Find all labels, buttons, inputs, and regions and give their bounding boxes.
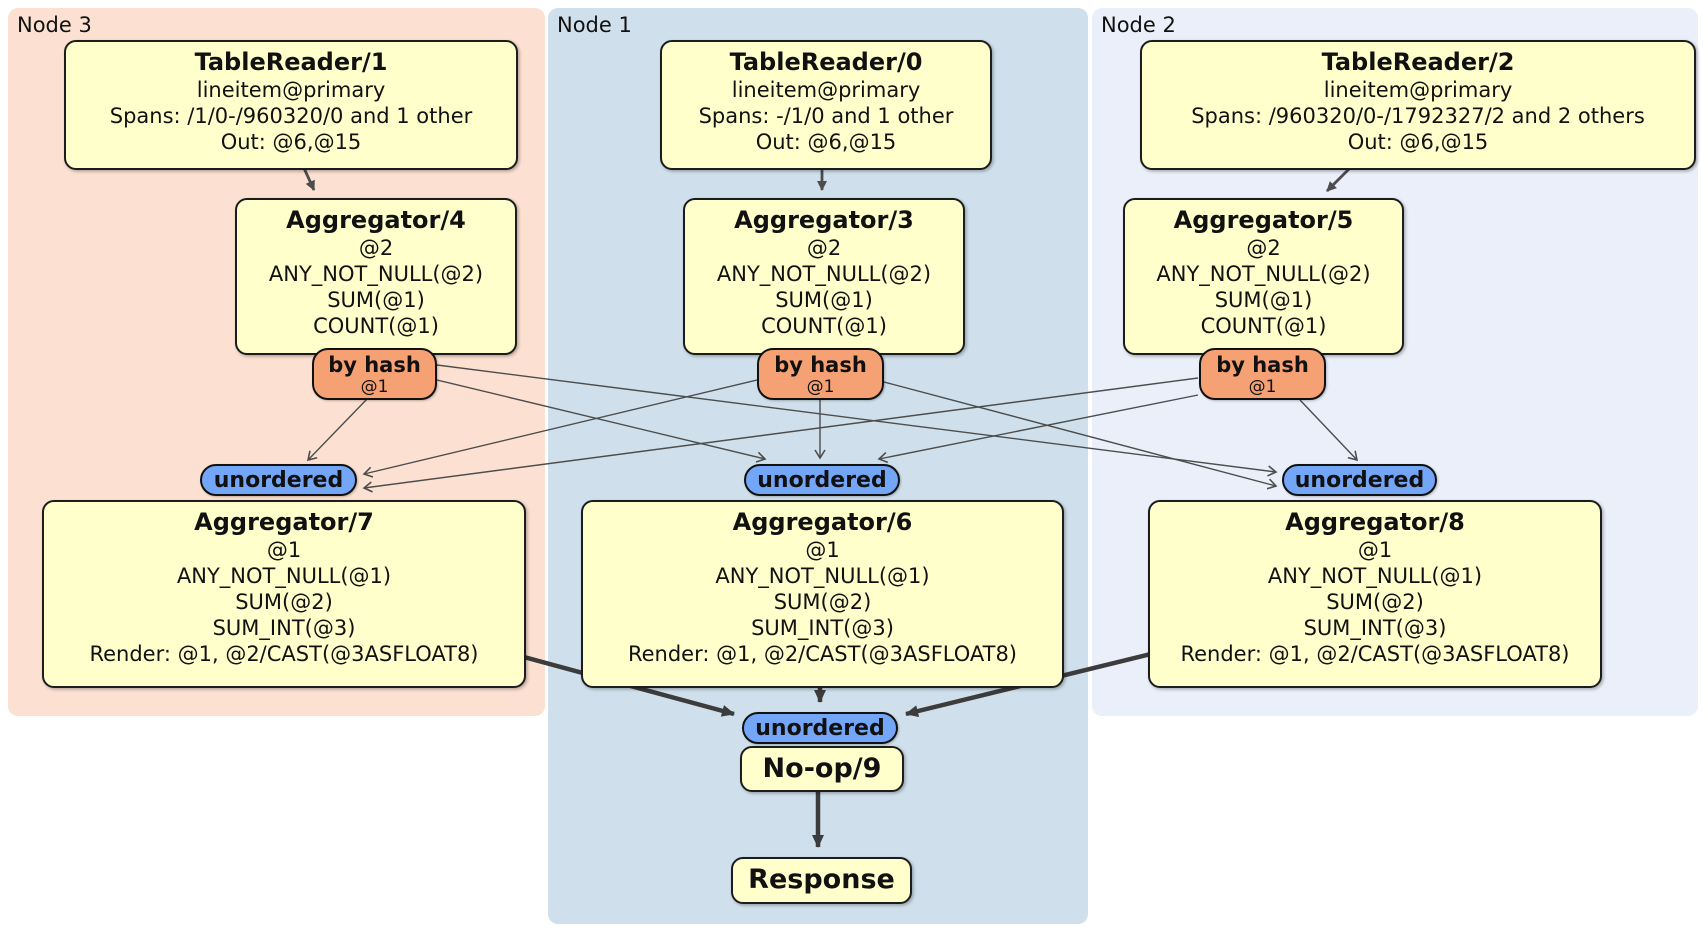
router-label: by hash: [328, 353, 421, 377]
processor-detail: SUM_INT(@3): [1303, 616, 1447, 640]
processor-detail: COUNT(@1): [761, 314, 887, 338]
edge-router3-sync3: [306, 397, 369, 462]
processor-detail: Render: @1, @2/CAST(@3ASFLOAT8): [627, 642, 1018, 666]
processor-detail: Out: @6,@15: [220, 130, 362, 154]
sync-label: unordered: [213, 467, 344, 493]
processor-detail: @1: [1357, 538, 1393, 562]
processor-detail: COUNT(@1): [313, 314, 439, 338]
processor-title: Aggregator/7: [194, 508, 374, 536]
router-by-hash-node2: by hash @1: [1199, 348, 1326, 400]
processor-tablereader-1: TableReader/1 lineitem@primary Spans: /1…: [64, 40, 518, 170]
region-node1-label: Node 1: [557, 13, 632, 37]
processor-detail: ANY_NOT_NULL(@2): [268, 262, 484, 286]
processor-detail: ANY_NOT_NULL(@2): [716, 262, 932, 286]
edge-router2-sync1: [877, 394, 1199, 464]
processor-detail: lineitem@primary: [731, 78, 921, 102]
processor-detail: SUM_INT(@3): [751, 616, 894, 640]
processor-detail: Render: @1, @2/CAST(@3ASFLOAT8): [89, 642, 479, 666]
processor-detail: ANY_NOT_NULL(@1): [176, 564, 392, 588]
sync-label: unordered: [757, 467, 887, 493]
processor-aggregator-8: Aggregator/8 @1 ANY_NOT_NULL(@1) SUM(@2)…: [1148, 500, 1602, 688]
processor-title: Aggregator/8: [1285, 508, 1465, 536]
processor-noop-9: No-op/9: [740, 746, 904, 792]
sync-unordered-final: unordered: [742, 712, 898, 744]
processor-detail: Render: @1, @2/CAST(@3ASFLOAT8): [1180, 642, 1570, 666]
processor-title: Aggregator/5: [1173, 206, 1354, 234]
processor-title: TableReader/1: [194, 48, 388, 76]
processor-title: Aggregator/4: [286, 206, 466, 234]
edge-tr2-agg5: [1326, 165, 1353, 192]
processor-detail: @1: [266, 538, 302, 562]
processor-detail: @2: [358, 236, 394, 260]
edge-router1-sync3: [362, 379, 758, 478]
processor-detail: Spans: -/1/0 and 1 other: [698, 104, 954, 128]
processor-detail: Spans: /1/0-/960320/0 and 1 other: [109, 104, 473, 128]
processor-aggregator-7: Aggregator/7 @1 ANY_NOT_NULL(@1) SUM(@2)…: [42, 500, 526, 688]
processor-detail: @2: [806, 236, 842, 260]
router-detail: @1: [1248, 377, 1277, 397]
region-node2-label: Node 2: [1101, 13, 1176, 37]
edge-router3-sync1: [436, 379, 767, 463]
processor-detail: SUM(@2): [1326, 590, 1424, 614]
processor-detail: SUM_INT(@3): [212, 616, 356, 640]
sync-unordered-node2: unordered: [1282, 464, 1437, 496]
processor-detail: SUM(@1): [775, 288, 873, 312]
processor-detail: SUM(@2): [235, 590, 333, 614]
processor-detail: ANY_NOT_NULL(@1): [715, 564, 930, 588]
edge-tr1-agg4: [301, 165, 316, 191]
processor-aggregator-6: Aggregator/6 @1 ANY_NOT_NULL(@1) SUM(@2)…: [581, 500, 1064, 688]
processor-detail: lineitem@primary: [196, 78, 386, 102]
processor-detail: @1: [805, 538, 840, 562]
processor-aggregator-4: Aggregator/4 @2 ANY_NOT_NULL(@2) SUM(@1)…: [235, 198, 517, 355]
sync-unordered-node3: unordered: [200, 464, 357, 496]
processor-detail: SUM(@1): [1214, 288, 1313, 312]
sync-unordered-node1: unordered: [744, 464, 900, 496]
processor-detail: COUNT(@1): [1200, 314, 1327, 338]
processor-detail: @2: [1246, 236, 1281, 260]
processor-aggregator-3: Aggregator/3 @2 ANY_NOT_NULL(@2) SUM(@1)…: [683, 198, 965, 355]
processor-detail: SUM(@2): [773, 590, 872, 614]
processor-detail: ANY_NOT_NULL(@1): [1267, 564, 1483, 588]
processor-detail: SUM(@1): [327, 288, 425, 312]
router-detail: @1: [360, 377, 389, 397]
router-detail: @1: [806, 377, 835, 397]
processor-title: TableReader/0: [729, 48, 923, 76]
processor-title: No-op/9: [762, 753, 882, 784]
processor-detail: Spans: /960320/0-/1792327/2 and 2 others: [1191, 104, 1645, 128]
processor-tablereader-0: TableReader/0 lineitem@primary Spans: -/…: [660, 40, 992, 170]
edge-router2-sync2: [1299, 399, 1359, 462]
response-node: Response: [731, 857, 912, 904]
edge-router2-sync3: [362, 377, 1199, 493]
router-by-hash-node3: by hash @1: [312, 348, 437, 400]
processor-title: Aggregator/6: [732, 508, 913, 536]
router-label: by hash: [1216, 353, 1309, 377]
region-node3-label: Node 3: [17, 13, 92, 37]
sync-label: unordered: [1294, 467, 1425, 493]
processor-detail: lineitem@primary: [1323, 78, 1513, 102]
edge-router3-sync2: [436, 364, 1278, 477]
edge-router1-sync2: [883, 381, 1278, 490]
processor-title: TableReader/2: [1321, 48, 1515, 76]
processor-title: Response: [748, 864, 895, 895]
processor-detail: ANY_NOT_NULL(@2): [1156, 262, 1371, 286]
processor-detail: Out: @6,@15: [755, 130, 897, 154]
router-label: by hash: [774, 353, 867, 377]
processor-aggregator-5: Aggregator/5 @2 ANY_NOT_NULL(@2) SUM(@1)…: [1123, 198, 1404, 355]
router-by-hash-node1: by hash @1: [757, 348, 884, 400]
sync-label: unordered: [755, 715, 885, 741]
processor-detail: Out: @6,@15: [1347, 130, 1489, 154]
processor-title: Aggregator/3: [734, 206, 914, 234]
processor-tablereader-2: TableReader/2 lineitem@primary Spans: /9…: [1140, 40, 1696, 170]
